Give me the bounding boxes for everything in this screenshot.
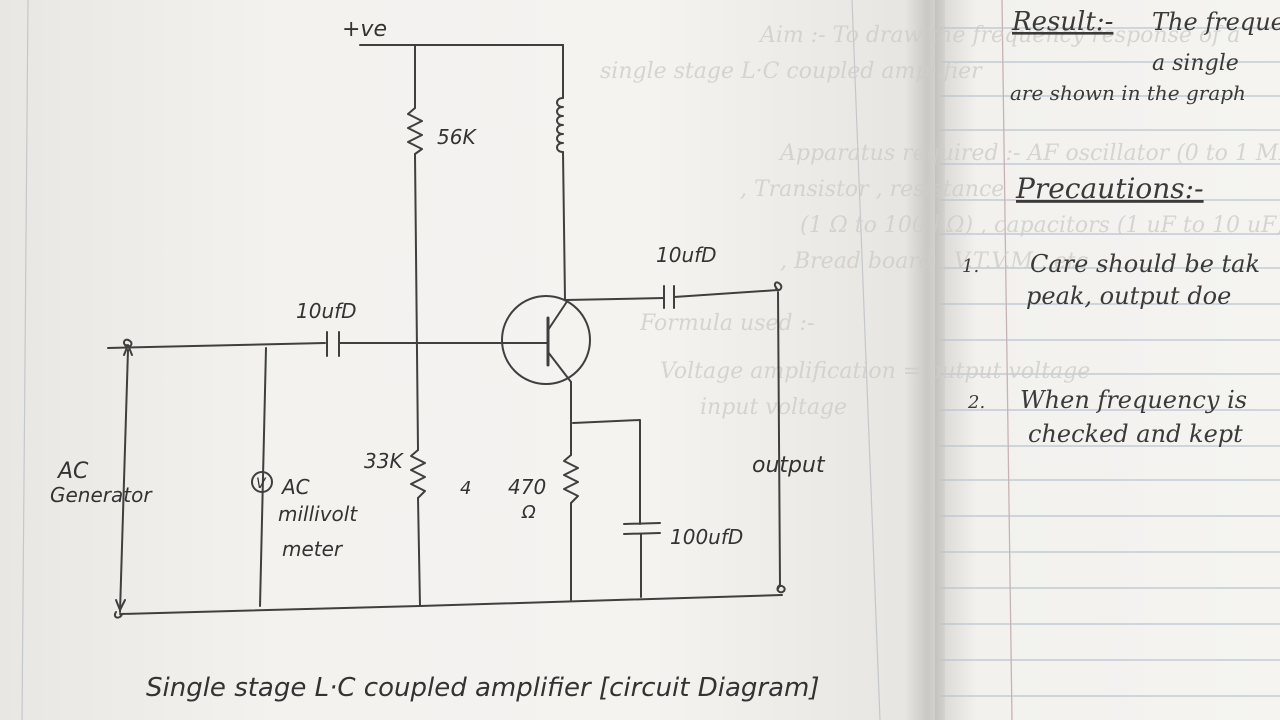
collector-wire <box>562 151 566 301</box>
output-terminal-top <box>773 281 783 292</box>
result-line1: The freque <box>1152 8 1280 36</box>
resistor-470 <box>563 454 579 504</box>
meter-label-line1: AC <box>280 475 310 499</box>
ohm-label: Ω <box>521 502 536 523</box>
output-wire-right <box>673 289 779 298</box>
r-top-label: 56K <box>437 125 477 149</box>
c-emitter-plate-2 <box>623 532 661 535</box>
ground-rail-right <box>419 594 783 607</box>
input-terminal-bottom <box>113 611 123 619</box>
c-emitter-plate-1 <box>623 522 661 525</box>
result-line3: are shown in the graph <box>1010 81 1246 105</box>
millivolt-meter-wire <box>259 347 267 607</box>
resistor-33k <box>410 449 426 499</box>
c-in-label: 10ufD <box>296 299 357 323</box>
r-bottom-label: 33K <box>364 449 404 473</box>
output-vertical <box>777 291 781 586</box>
generator-wire <box>119 349 129 613</box>
bias-wire-mid <box>414 153 419 451</box>
collector-inductor <box>556 97 564 153</box>
output-terminal-bottom <box>776 584 786 594</box>
transistor-body <box>501 295 591 385</box>
c-out-label: 10ufD <box>656 243 717 267</box>
precaution-2-line2: checked and kept <box>1028 420 1243 448</box>
precaution-2-number: 2. <box>967 392 985 413</box>
precaution-1-number: 1. <box>962 256 979 277</box>
ground-rail-left <box>119 605 421 615</box>
input-wire-left <box>107 342 326 349</box>
svg-text:Apparatus required :- AF oscil: Apparatus required :- AF oscillator (0 t… <box>778 141 1280 166</box>
precaution-2-line1: When frequency is <box>1020 386 1247 414</box>
precaution-1-line2: peak, output doe <box>1026 282 1231 310</box>
stray-mark: 4 <box>460 478 471 499</box>
svg-text:single stage L·C coupled ampli: single stage L·C coupled amplifier <box>600 59 983 84</box>
generator-arrow-down <box>115 599 126 611</box>
svg-text:input voltage: input voltage <box>700 395 847 420</box>
meter-label-line2: millivolt <box>278 502 358 526</box>
transistor-emitter <box>547 351 572 383</box>
generator-label-line2: Generator <box>50 483 153 507</box>
svg-text:Aim :- To draw the frequency r: Aim :- To draw the frequency response of… <box>758 23 1240 48</box>
meter-symbol-label: V <box>256 476 267 492</box>
svg-text:(1 Ω to 100 kΩ) , capacitors (: (1 Ω to 100 kΩ) , capacitors (1 uF to 10… <box>800 213 1280 238</box>
output-wire-left <box>565 297 665 301</box>
precaution-1-line1: Care should be tak <box>1030 250 1260 278</box>
result-heading: Result:- <box>1011 7 1113 37</box>
c-emitter-label: 100ufD <box>670 525 743 549</box>
precautions-heading: Precautions:- <box>1015 172 1204 205</box>
output-label: output <box>752 453 826 478</box>
supply-label: +ve <box>342 17 387 42</box>
resistor-56k <box>407 107 423 155</box>
result-line2: a single <box>1152 51 1239 76</box>
bypass-wire-top <box>572 419 641 525</box>
svg-text:, Bread board , V.T.V.M , etc: , Bread board , V.T.V.M , etc <box>780 249 1088 274</box>
generator-label-line1: AC <box>56 459 89 484</box>
svg-text:, Transistor , resistance: , Transistor , resistance <box>740 177 1004 202</box>
svg-text:Formula used :-: Formula used :- <box>639 311 814 336</box>
r-emitter-label: 470 <box>508 475 546 499</box>
transistor-collector <box>547 299 569 331</box>
meter-label-line3: meter <box>282 537 344 561</box>
diagram-caption: Single stage L·C coupled amplifier [circ… <box>146 673 820 703</box>
svg-text:Voltage amplification = output: Voltage amplification = output voltage <box>660 359 1090 384</box>
generator-arrow-up <box>123 344 133 356</box>
meter-symbol-circle <box>251 471 273 493</box>
bias-wire-bottom <box>417 497 421 607</box>
right-page <box>935 0 1280 720</box>
notebook-gutter <box>905 0 945 720</box>
